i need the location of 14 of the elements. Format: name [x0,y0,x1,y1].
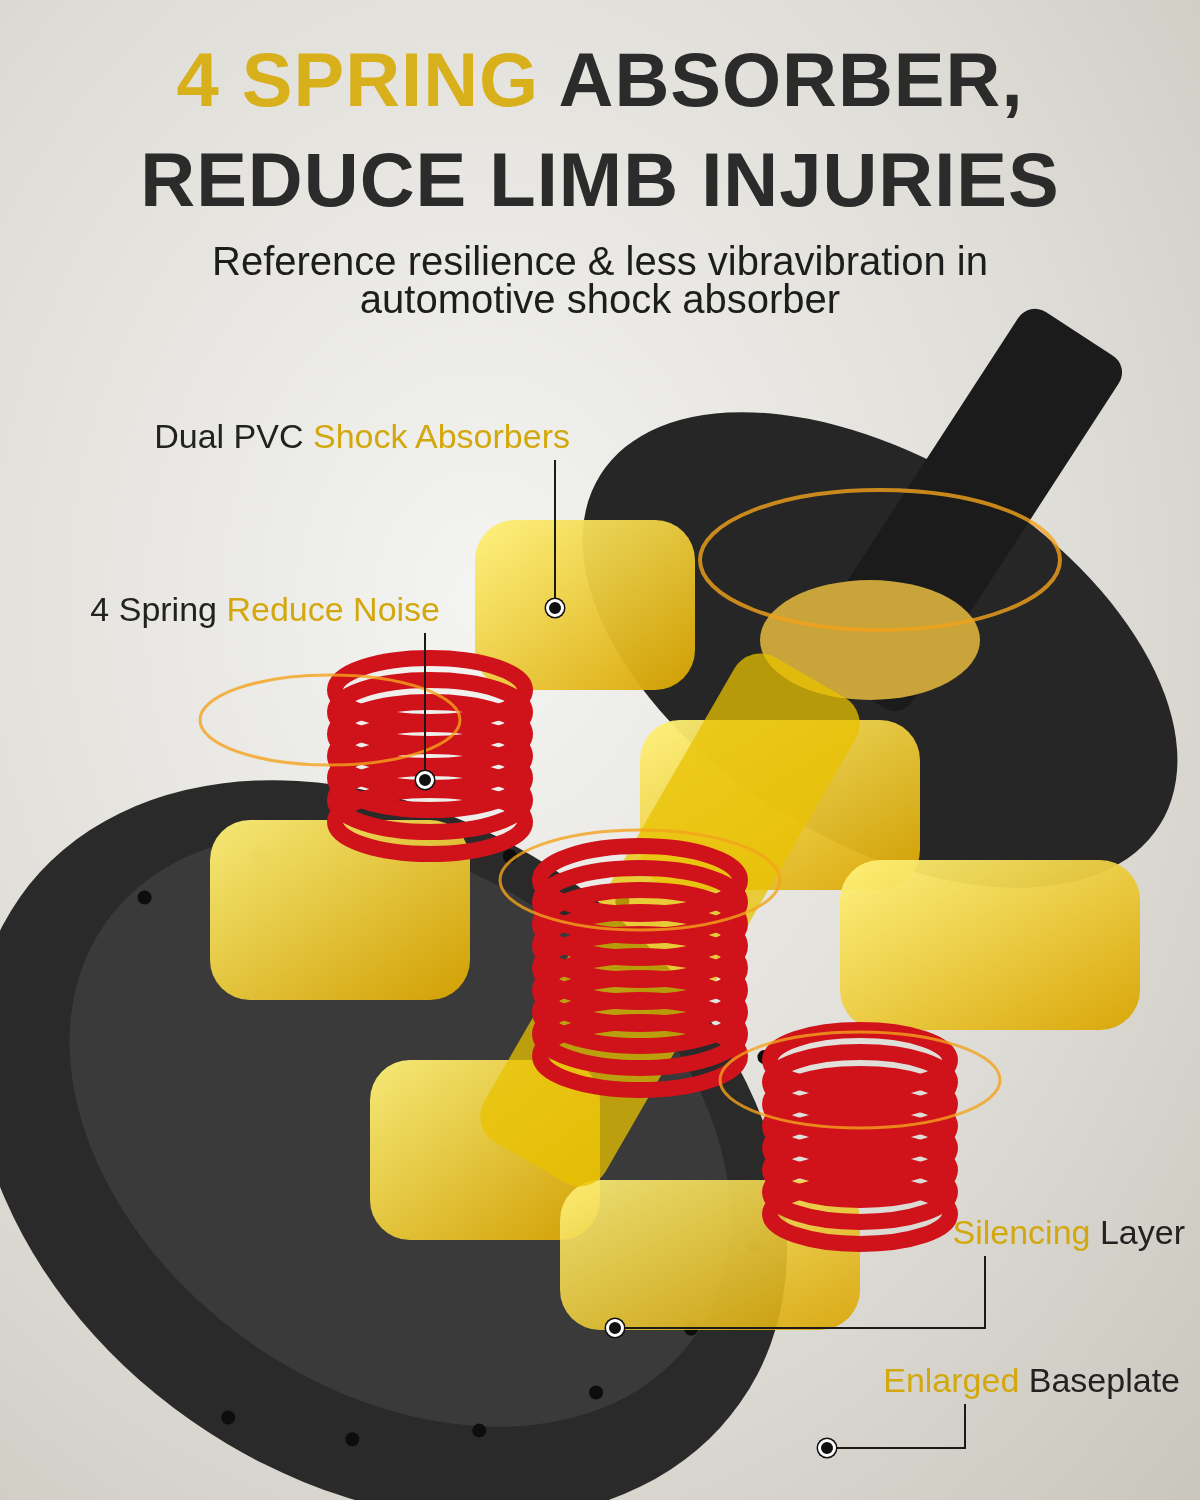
callout-dot [818,1439,836,1457]
leader-line [835,1403,966,1449]
callout-dot [606,1319,624,1337]
leader-line [623,1255,986,1329]
subtitle: Reference resilience & less vibravibration in automotive shock absorber [211,242,989,318]
heading: 4 SPRING ABSORBER, REDUCE LIMB INJURIES [139,36,1061,224]
callout-dot [416,771,434,789]
callout-label: Dual PVC Shock Absorbers [100,412,570,460]
callout-dot [546,599,564,617]
callout-label: 4 Spring Reduce Noise [40,585,440,633]
callout-label: Enlarged Baseplate [830,1356,1180,1404]
callout-label: Silencing Layer [890,1208,1185,1256]
leader-line [554,459,556,600]
leader-line [424,632,426,772]
